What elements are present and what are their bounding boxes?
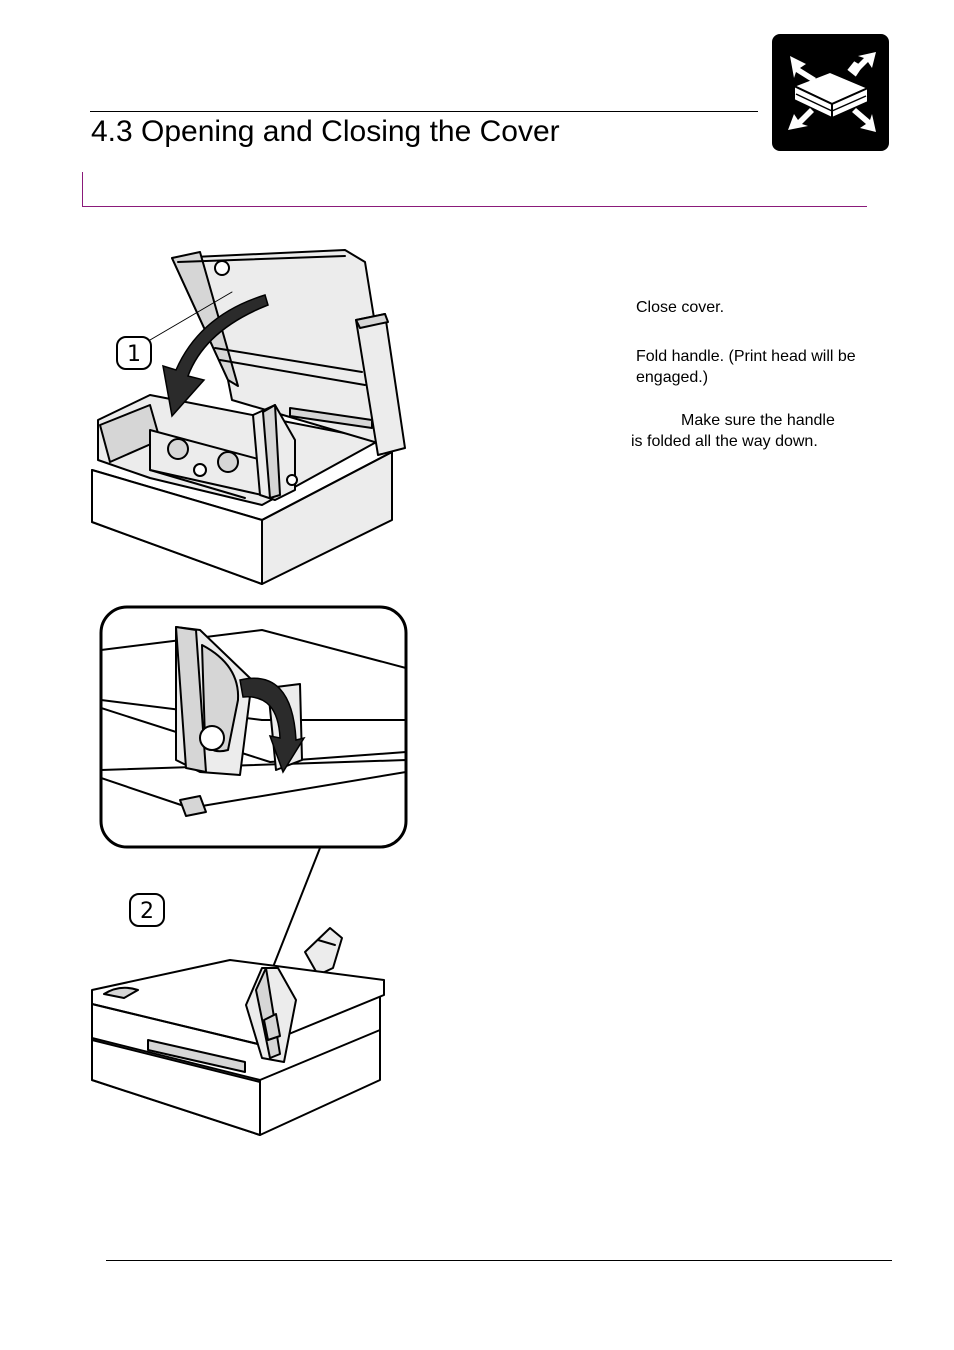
step-1-text: Close cover. xyxy=(636,299,725,316)
printer-cover-closing-icon xyxy=(772,34,889,151)
note-line-2: is folded all the way down. xyxy=(631,433,818,450)
footer-rule xyxy=(106,1260,892,1261)
callout-1-frame xyxy=(116,336,152,370)
header-rule xyxy=(90,111,758,112)
callout-2-frame xyxy=(129,893,165,927)
note-text: Make sure the handle is folded all the w… xyxy=(631,410,891,452)
step-2-text: Fold handle. (Print head will be engaged… xyxy=(636,348,856,386)
section-divider xyxy=(82,172,867,207)
callout-1-number: 1 xyxy=(127,342,141,367)
callout-2-number: 2 xyxy=(140,899,154,924)
page-title: 4.3 Opening and Closing the Cover xyxy=(91,115,560,148)
note-line-1: Make sure the handle xyxy=(681,412,835,429)
